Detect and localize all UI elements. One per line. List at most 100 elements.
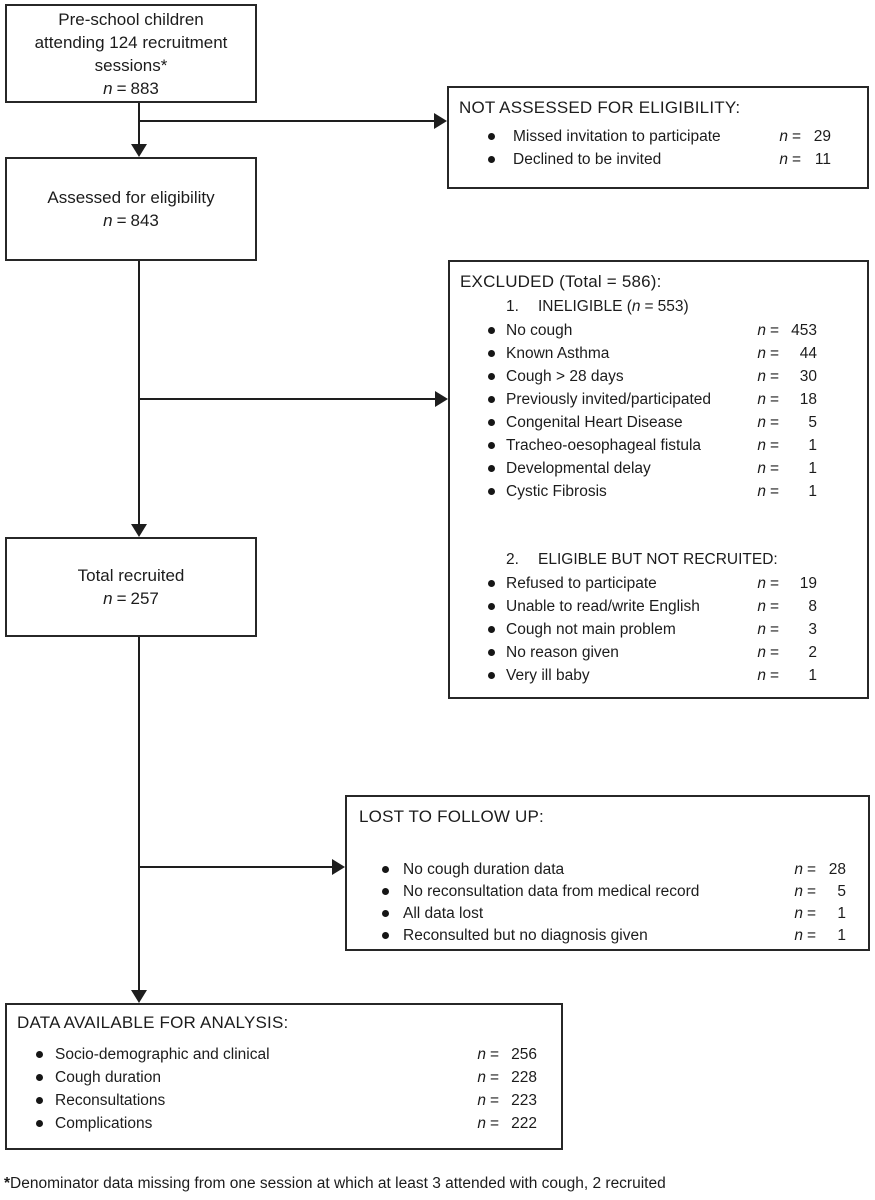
box-title: DATA AVAILABLE FOR ANALYSIS: — [17, 1013, 289, 1032]
bullet-icon — [476, 365, 506, 388]
stat-label: Cystic Fibrosis — [506, 483, 607, 500]
n-symbol: n — [757, 667, 766, 684]
stat-row: Congenital Heart Disease n= 5 — [460, 411, 857, 434]
stat-row: Cystic Fibrosis n=1 — [460, 480, 857, 503]
stat-label: Socio-demographic and clinical — [55, 1046, 270, 1063]
stat-n: n=1 — [757, 480, 817, 503]
bullet-dot-icon — [487, 580, 495, 588]
bullet-icon — [469, 125, 513, 148]
n-value: 19 — [799, 575, 817, 592]
n-value: 843 — [130, 211, 159, 230]
n-symbol: n — [757, 322, 766, 339]
bullet-dot-icon — [487, 156, 495, 164]
n-symbol: n — [103, 589, 113, 608]
stat-label: Previously invited/participated — [506, 391, 712, 408]
n-symbol: n — [757, 575, 766, 592]
n-symbol: n — [757, 598, 766, 615]
n-value: 18 — [799, 391, 817, 408]
stat-n: n=28 — [794, 859, 846, 881]
n-symbol: n — [794, 927, 803, 944]
bullet-dot-icon — [487, 672, 495, 680]
bullet-icon — [476, 411, 506, 434]
box-excluded: EXCLUDED (Total = 586): 1. INELIGIBLE (n… — [448, 260, 869, 699]
n-value: 1 — [808, 460, 817, 477]
n-symbol: n — [477, 1069, 486, 1086]
bullet-dot-icon — [487, 465, 495, 473]
stat-n: n=1 — [794, 903, 846, 925]
stat-label: No cough — [506, 322, 573, 339]
n-value: 5 — [837, 883, 846, 900]
n-value: 256 — [511, 1046, 537, 1063]
stat-n: n=30 — [757, 365, 817, 388]
equals-sign: = — [806, 883, 816, 900]
n-value: 1 — [808, 437, 817, 454]
bullet-dot-icon — [487, 603, 495, 611]
equals-sign: = — [769, 368, 779, 385]
n-value: 1 — [808, 483, 817, 500]
n-symbol: n — [794, 861, 803, 878]
stat-label: Congenital Heart Disease — [506, 414, 683, 431]
n-value: 1 — [837, 927, 846, 944]
stat-label: No reconsultation data from medical reco… — [403, 883, 700, 900]
bullet-icon — [23, 1112, 55, 1135]
section-heading: 1. INELIGIBLE (n=553) — [460, 294, 857, 319]
equals-sign: = — [769, 322, 779, 339]
n-value: 2 — [808, 644, 817, 661]
n-value: 223 — [511, 1092, 537, 1109]
bullet-icon — [476, 618, 506, 641]
bullet-dot-icon — [35, 1120, 43, 1128]
bullet-icon — [476, 572, 506, 595]
equals-sign: = — [791, 151, 801, 168]
stat-label: Missed invitation to participate — [513, 128, 721, 145]
n-line: n=883 — [103, 77, 159, 100]
bullet-icon — [476, 595, 506, 618]
stat-n: n=5 — [794, 881, 846, 903]
stat-n: n=222 — [477, 1112, 537, 1135]
n-value: 28 — [828, 861, 846, 878]
bullet-icon — [367, 925, 403, 947]
stat-label: Cough > 28 days — [506, 368, 624, 385]
n-symbol: n — [757, 414, 766, 431]
box-title: LOST TO FOLLOW UP: — [359, 807, 544, 826]
stat-label: All data lost — [403, 905, 484, 922]
bullet-icon — [367, 903, 403, 925]
bullet-dot-icon — [35, 1097, 43, 1105]
equals-sign: = — [769, 575, 779, 592]
box-not-assessed: NOT ASSESSED FOR ELIGIBILITY: Missed inv… — [447, 86, 869, 189]
equals-sign: = — [806, 905, 816, 922]
bullet-dot-icon — [487, 373, 495, 381]
arrowhead-right-icon — [434, 113, 447, 129]
n-value: 5 — [808, 414, 817, 431]
n-value: 8 — [808, 598, 817, 615]
bullet-dot-icon — [35, 1074, 43, 1082]
box-data-available: DATA AVAILABLE FOR ANALYSIS: Socio-demog… — [5, 1003, 563, 1150]
n-value: 1 — [837, 905, 846, 922]
stat-label: Reconsulted but no diagnosis given — [403, 927, 648, 944]
equals-sign: = — [769, 414, 779, 431]
bullet-dot-icon — [487, 442, 495, 450]
equals-sign: = — [769, 667, 779, 684]
stat-n: n=2 — [757, 641, 817, 664]
n-symbol: n — [757, 437, 766, 454]
equals-sign: = — [769, 437, 779, 454]
stat-n: n= 5 — [757, 411, 817, 434]
arrowhead-down-icon — [131, 144, 147, 157]
equals-sign: = — [489, 1092, 499, 1109]
n-symbol: n — [757, 391, 766, 408]
stat-n: n=256 — [477, 1043, 537, 1066]
bullet-icon — [476, 434, 506, 457]
box-title: EXCLUDED (Total = 586): — [460, 272, 662, 291]
